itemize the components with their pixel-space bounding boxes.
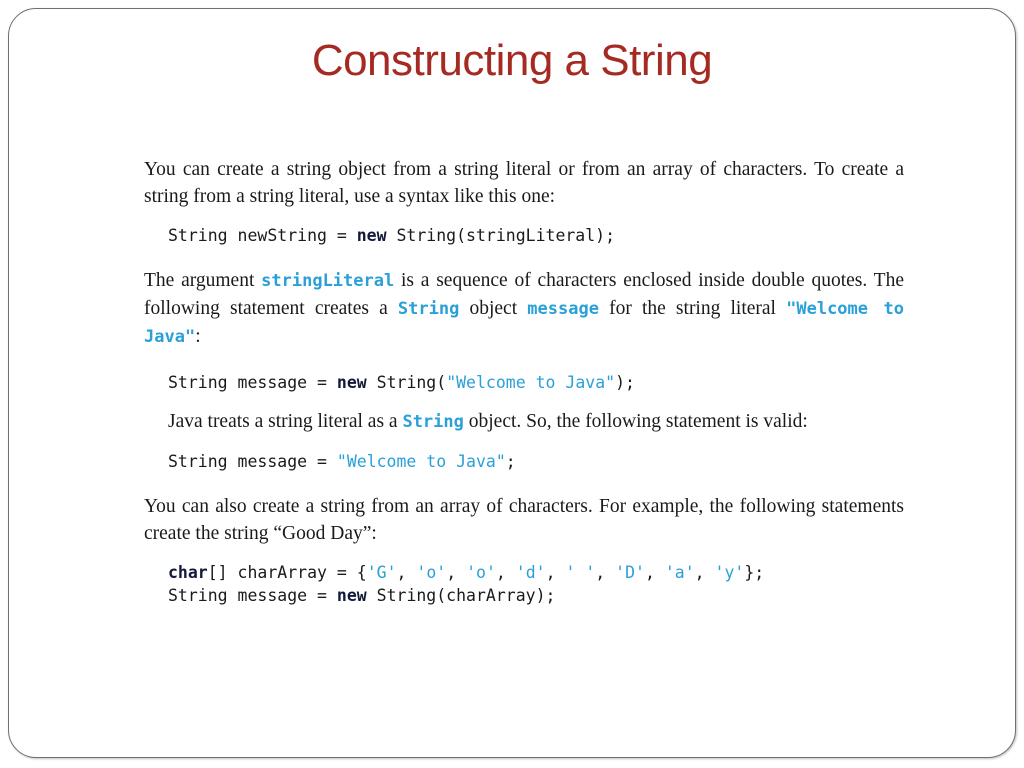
char-separator: , [595,563,616,582]
slide-frame [8,8,1016,758]
slide-title: Constructing a String [311,36,713,85]
char-literal: 'D' [615,563,645,582]
paragraph-string-literal-object: Java treats a string literal as a String… [168,411,808,432]
char-literal: 'G' [366,563,397,582]
inline-code-stringliteral: stringLiteral [261,271,395,291]
char-separator: , [644,563,665,582]
inline-code-string-2: String [402,412,464,432]
char-literal: 'o' [466,563,496,582]
code-new-string-literal: String newString = new String(stringLite… [168,226,616,245]
char-literal: 'y' [714,563,745,582]
char-literal: 'a' [664,563,695,582]
char-literal: ' ' [565,563,596,582]
slide-content: You can create a string object from a st… [144,156,904,607]
code-char-array: char[] charArray = {'G', 'o', 'o', 'd', … [168,563,765,605]
char-separator: , [545,563,566,582]
char-separator: , [396,563,417,582]
code-new-string-message: String message = new String("Welcome to … [168,373,635,392]
paragraph-argument: The argument stringLiteral is a sequence… [144,270,904,347]
inline-code-message: message [527,299,599,319]
inline-code-welcome: "Welcome to Java" [144,299,904,347]
char-separator: , [495,563,516,582]
code-string-literal-assign: String message = "Welcome to Java"; [168,452,516,471]
char-separator: , [694,563,715,582]
char-list: 'G', 'o', 'o', 'd', ' ', 'D', 'a', 'y' [367,563,745,582]
char-literal: 'd' [515,563,546,582]
paragraph-char-array: You can also create a string from an arr… [144,496,904,544]
inline-code-string: String [397,299,460,319]
char-literal: 'o' [416,563,447,582]
char-separator: , [446,563,467,582]
paragraph-intro: You can create a string object from a st… [144,159,904,207]
